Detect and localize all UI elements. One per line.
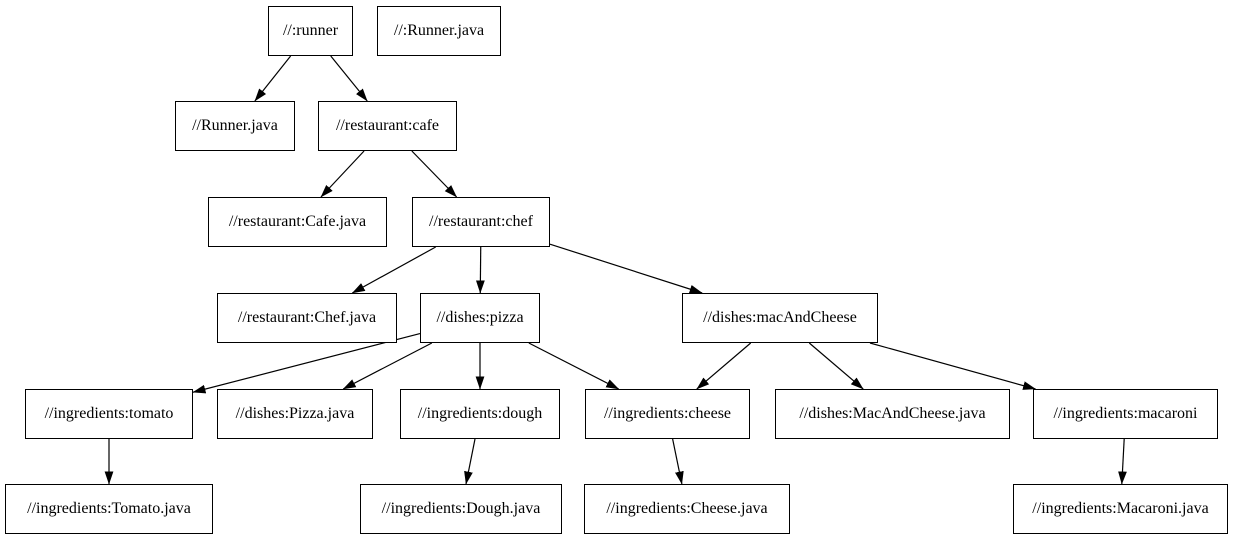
graph-node-dough: //ingredients:dough bbox=[400, 389, 560, 439]
graph-node-pizza: //dishes:pizza bbox=[420, 293, 540, 343]
dependency-edge-cafe-to-chef bbox=[411, 150, 458, 198]
graph-node-mac-and-cheese-java: //dishes:MacAndCheese.java bbox=[775, 389, 1010, 439]
graph-node-cafe-java: //restaurant:Cafe.java bbox=[208, 197, 387, 247]
graph-node-cafe: //restaurant:cafe bbox=[318, 101, 457, 151]
graph-node-chef-java: //restaurant:Chef.java bbox=[217, 293, 397, 343]
graph-node-mac-and-cheese: //dishes:macAndCheese bbox=[682, 293, 878, 343]
graph-node-macaroni-java: //ingredients:Macaroni.java bbox=[1013, 484, 1228, 534]
dependency-edge-mac_and_cheese-to-mac_and_cheese_java bbox=[808, 342, 864, 390]
dependency-edge-macaroni-to-macaroni_java bbox=[1118, 438, 1127, 485]
graph-node-chef: //restaurant:chef bbox=[412, 197, 550, 247]
graph-node-runner: //:runner bbox=[268, 6, 353, 56]
graph-node-runner-java: //Runner.java bbox=[175, 101, 295, 151]
dependency-edge-runner-to-runner_java bbox=[254, 55, 292, 102]
dependency-edge-chef-to-chef_java bbox=[351, 246, 436, 294]
dependency-edge-pizza-to-cheese bbox=[528, 342, 620, 390]
dependency-edge-mac_and_cheese-to-cheese bbox=[696, 342, 752, 390]
graph-node-runner-java-src: //:Runner.java bbox=[377, 6, 501, 56]
graph-node-cheese: //ingredients:cheese bbox=[585, 389, 750, 439]
dependency-edge-cafe-to-cafe_java bbox=[320, 150, 365, 198]
graph-node-pizza-java: //dishes:Pizza.java bbox=[217, 389, 373, 439]
dependency-edge-mac_and_cheese-to-macaroni bbox=[869, 342, 1037, 390]
dependency-edge-dough-to-dough_java bbox=[464, 438, 476, 485]
dependency-edge-cheese-to-cheese_java bbox=[672, 438, 684, 485]
graph-node-tomato: //ingredients:tomato bbox=[25, 389, 193, 439]
dependency-edge-pizza-to-pizza_java bbox=[342, 342, 433, 390]
graph-node-tomato-java: //ingredients:Tomato.java bbox=[5, 484, 213, 534]
graph-node-macaroni: //ingredients:macaroni bbox=[1033, 389, 1218, 439]
graph-node-cheese-java: //ingredients:Cheese.java bbox=[584, 484, 790, 534]
graph-node-dough-java: //ingredients:Dough.java bbox=[360, 484, 562, 534]
dependency-edge-runner-to-cafe bbox=[330, 55, 368, 102]
dependency-edge-chef-to-mac_and_cheese bbox=[549, 243, 703, 294]
